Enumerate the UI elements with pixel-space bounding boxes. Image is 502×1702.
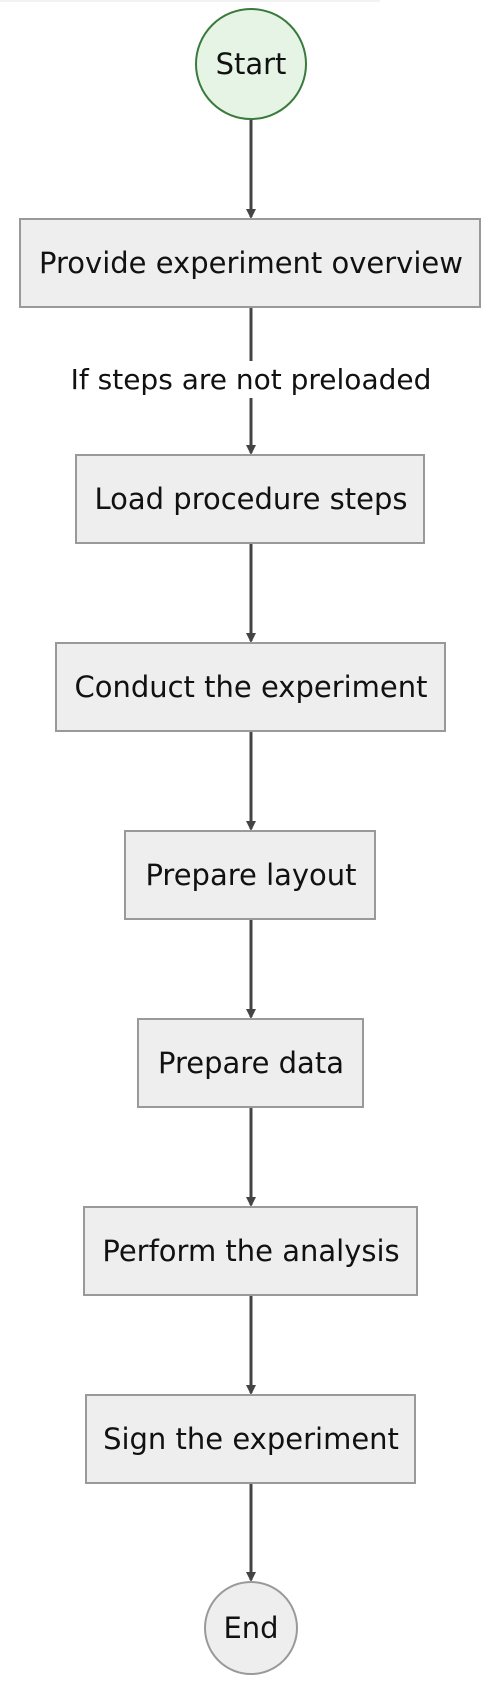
edge-label-overview-to-load: If steps are not preloaded	[0, 360, 502, 398]
node-end: End	[204, 1581, 298, 1675]
node-layout: Prepare layout	[124, 830, 376, 920]
node-analysis-box	[83, 1206, 418, 1296]
node-data-box	[137, 1018, 364, 1108]
node-start: Start	[195, 8, 307, 120]
edge-label-text: If steps are not preloaded	[66, 360, 436, 398]
node-start-circle	[195, 8, 307, 120]
node-sign-box	[85, 1394, 416, 1484]
node-sign: Sign the experiment	[85, 1394, 416, 1484]
node-load: Load procedure steps	[75, 454, 425, 544]
node-overview-box	[19, 218, 481, 308]
node-sign-label: Sign the experiment	[103, 1422, 399, 1456]
node-layout-label: Prepare layout	[145, 858, 356, 892]
node-layout-box	[124, 830, 376, 920]
node-conduct-box	[55, 642, 446, 732]
node-data: Prepare data	[137, 1018, 364, 1108]
node-end-circle	[204, 1581, 298, 1675]
node-analysis-label: Perform the analysis	[102, 1234, 399, 1268]
node-data-label: Prepare data	[158, 1046, 344, 1080]
node-load-box	[75, 454, 425, 544]
node-start-label: Start	[216, 47, 287, 81]
node-load-label: Load procedure steps	[95, 482, 408, 516]
node-end-label: End	[223, 1611, 278, 1645]
node-overview-label: Provide experiment overview	[39, 246, 463, 280]
top-divider	[0, 0, 380, 2]
node-conduct: Conduct the experiment	[55, 642, 446, 732]
node-overview: Provide experiment overview	[19, 218, 481, 308]
node-conduct-label: Conduct the experiment	[74, 670, 427, 704]
node-analysis: Perform the analysis	[83, 1206, 418, 1296]
